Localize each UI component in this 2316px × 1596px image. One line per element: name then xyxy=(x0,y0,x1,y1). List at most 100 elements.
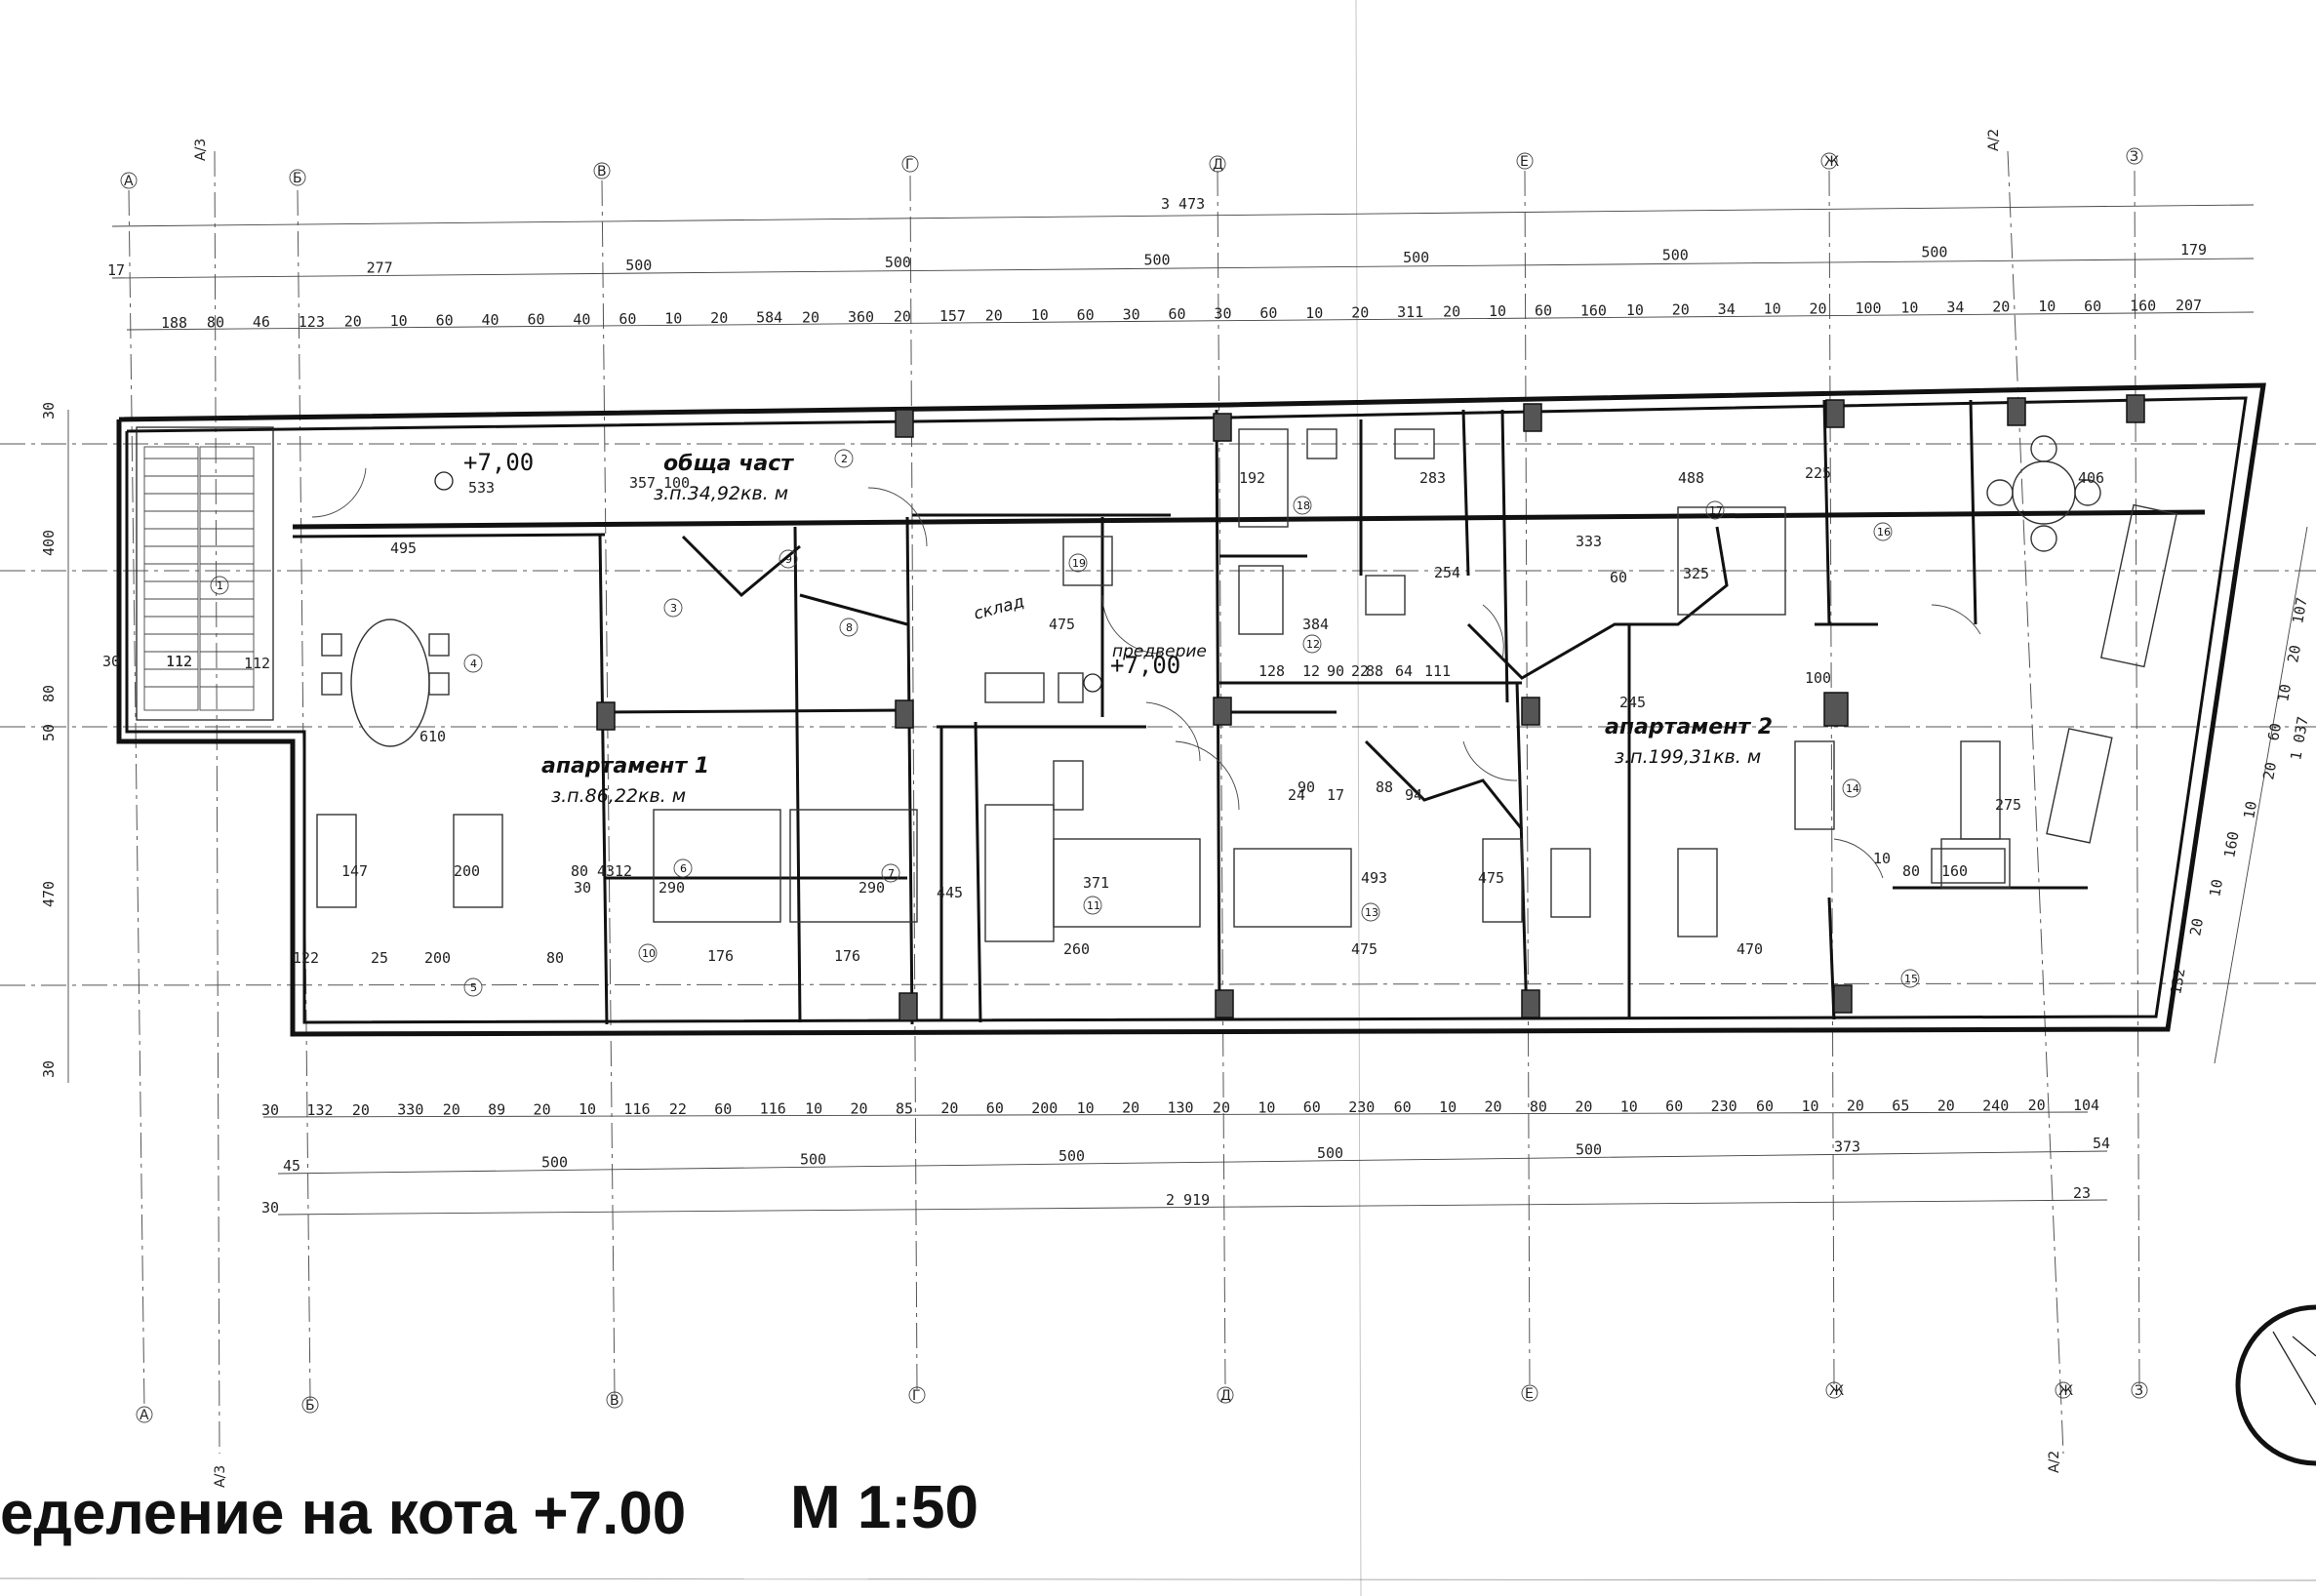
interior-dimension: 94 xyxy=(1405,786,1422,804)
interior-dimension: 325 xyxy=(1683,565,1709,582)
room-number-circle xyxy=(463,654,483,673)
room-number: 11 xyxy=(1087,899,1100,912)
dimension-value: 116 xyxy=(623,1100,650,1118)
axis-bubble xyxy=(1820,152,1838,170)
room-number-circle xyxy=(673,858,693,878)
dimension-value: 65 xyxy=(1892,1097,1909,1115)
interior-dimension: 100 xyxy=(663,474,690,492)
room-number: 7 xyxy=(888,867,895,880)
room-number-circle xyxy=(834,449,854,468)
dimension-value: 500 xyxy=(1403,249,1429,266)
dimension-value: 160 xyxy=(1580,301,1607,319)
interior-dimension: 22 xyxy=(1351,662,1369,680)
interior-dimension: 495 xyxy=(390,539,417,557)
axis-bubble xyxy=(593,162,611,180)
interior-dimension: 475 xyxy=(1049,616,1075,633)
dimension-value: 20 xyxy=(352,1101,370,1119)
dimension-value: 30 xyxy=(261,1101,279,1119)
room-area-apt2: з.п.199,31кв. м xyxy=(1615,746,1761,768)
dimension-value: 20 xyxy=(1847,1097,1864,1115)
dimension-value: 60 xyxy=(1756,1097,1774,1115)
dimension-value: 10 xyxy=(1489,302,1506,320)
dimension-value: 60 xyxy=(986,1099,1004,1117)
room-number: 6 xyxy=(680,862,687,875)
dimension-value: 10 xyxy=(2206,878,2226,898)
dimension-value: 100 xyxy=(1855,299,1881,317)
interior-dimension: 176 xyxy=(707,947,734,965)
room-number-circle xyxy=(1361,902,1380,922)
axis-label: А/3 xyxy=(213,1465,228,1488)
dimension-value: 10 xyxy=(1764,300,1781,318)
dimension-value: 123 xyxy=(299,313,325,331)
room-number: 8 xyxy=(846,621,853,634)
room-number-circle xyxy=(1068,553,1088,573)
axis-label: З xyxy=(2130,149,2138,165)
dimension-value: 20 xyxy=(344,312,362,330)
interior-dimension: 25 xyxy=(371,949,388,967)
dimension-value: 20 xyxy=(1672,301,1690,319)
drawing-title: еделение на кота +7.00 xyxy=(0,1480,686,1547)
dimension-value: 311 xyxy=(1397,303,1423,321)
dimension-value: 40 xyxy=(573,310,590,328)
elevation-marker-1: +7,00 xyxy=(434,449,534,491)
elevation-label: +7,00 xyxy=(1110,652,1180,679)
dimension-value: 500 xyxy=(1576,1141,1602,1159)
dim-left-6: 30 xyxy=(40,1060,58,1078)
dimension-value: 54 xyxy=(2093,1135,2110,1152)
dimension-value: 60 xyxy=(2084,298,2101,315)
elevation-label: +7,00 xyxy=(463,449,534,476)
axis-label: Ж xyxy=(1824,154,1839,170)
interior-dimension: 90 xyxy=(1327,662,1344,680)
dimension-value: 107 xyxy=(2289,596,2310,625)
dimension-value: 160 xyxy=(2220,830,2242,859)
axis-label: А/3 xyxy=(193,139,209,161)
room-number: 12 xyxy=(1306,638,1320,651)
axis-bubble xyxy=(908,1386,926,1404)
dimension-value: 188 xyxy=(161,314,187,332)
interior-dimension: 406 xyxy=(2078,469,2104,487)
interior-dimension: 260 xyxy=(1063,940,1090,958)
interior-dimension: 200 xyxy=(424,949,451,967)
dimension-value: 10 xyxy=(1077,1099,1095,1117)
room-number: 14 xyxy=(1846,782,1859,795)
interior-dimension: 112 xyxy=(244,655,270,672)
dimension-value: 89 xyxy=(488,1100,505,1118)
dimension-value: 60 xyxy=(2264,722,2285,742)
dimension-value: 10 xyxy=(1620,1097,1638,1115)
interior-dimension: 10 xyxy=(1873,850,1891,867)
axis-label: А xyxy=(124,174,134,189)
room-number: 17 xyxy=(1709,504,1723,517)
room-area-apt1: з.п.86,22кв. м xyxy=(551,785,686,807)
interior-dimension: 290 xyxy=(659,879,685,897)
dimension-value: 60 xyxy=(619,310,636,328)
north-arrow xyxy=(2235,1304,2316,1466)
dimension-value: 23 xyxy=(2073,1184,2091,1202)
axis-grid xyxy=(0,150,2316,1455)
dimension-value: 20 xyxy=(1484,1098,1501,1116)
sheet-bottom-edge xyxy=(0,1577,2316,1581)
dimension-value: 80 xyxy=(1530,1098,1547,1116)
axis-label: Е xyxy=(1520,154,1529,170)
interior-dimension: 160 xyxy=(1941,862,1968,880)
dimension-value: 10 xyxy=(1626,301,1644,319)
dimension-value: 230 xyxy=(1348,1098,1375,1116)
interior-dimension: 357 xyxy=(629,474,656,492)
dimension-value: 20 xyxy=(2186,917,2207,938)
dimension-value: 60 xyxy=(1394,1098,1412,1116)
interior-dimension: 88 xyxy=(1366,662,1383,680)
furniture xyxy=(316,428,2177,942)
room-number-circle xyxy=(1842,778,1861,798)
dim-left-2: 400 xyxy=(40,530,58,556)
room-number: 5 xyxy=(470,981,477,994)
axis-bubble xyxy=(301,1396,319,1414)
dimension-value: 160 xyxy=(2130,297,2156,314)
room-label-storage: склад xyxy=(972,592,1026,624)
dim-left-1: 30 xyxy=(40,402,58,419)
dimension-value: 10 xyxy=(2274,683,2295,703)
interior-dimension: 30 xyxy=(102,653,120,670)
drawing-scale: М 1:50 xyxy=(790,1474,978,1541)
axis-bubble xyxy=(606,1391,623,1409)
interior-dimension: 80 xyxy=(571,862,588,880)
